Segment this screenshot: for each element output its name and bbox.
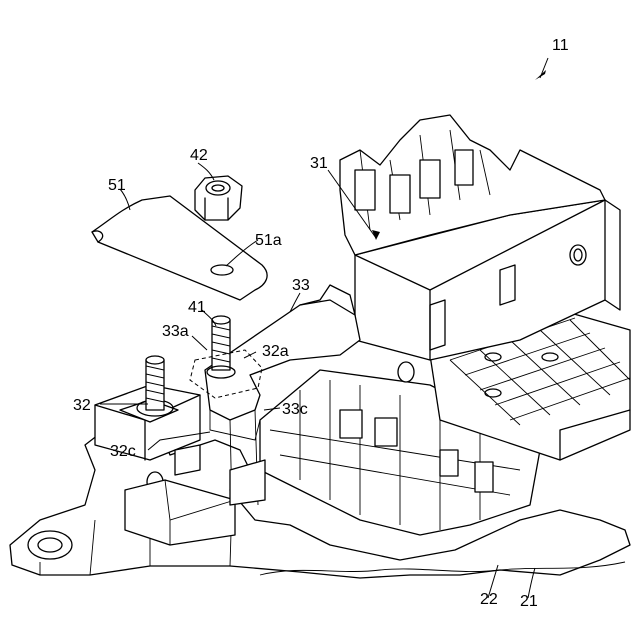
label-51a: 51a [255, 232, 282, 249]
label-41: 41 [188, 299, 206, 316]
label-21: 21 [520, 593, 538, 610]
nut-42 [195, 176, 242, 220]
label-42: 42 [190, 147, 208, 164]
label-11: 11 [552, 37, 569, 54]
label-31: 31 [310, 155, 328, 172]
plate-51 [92, 196, 267, 300]
label-32a: 32a [262, 343, 289, 360]
label-32c: 32c [110, 443, 136, 460]
stud-32 [146, 356, 164, 410]
label-33: 33 [292, 277, 310, 294]
label-32: 32 [73, 397, 91, 414]
post-right [398, 362, 414, 382]
label-51: 51 [108, 177, 126, 194]
label-33a: 33a [162, 323, 189, 340]
label-22: 22 [480, 591, 498, 608]
label-33c: 33c [282, 401, 308, 418]
